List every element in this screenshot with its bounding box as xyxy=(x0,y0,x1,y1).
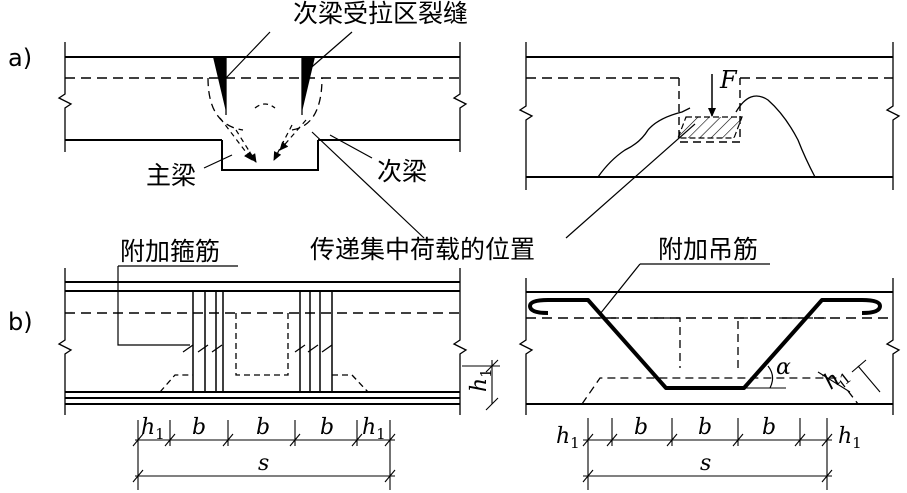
dim-b-left-3: b xyxy=(320,415,334,440)
secondary-beam-label: 次梁 xyxy=(377,157,427,186)
extra-stirrups-label: 附加箍筋 xyxy=(120,237,220,266)
panel-b-left xyxy=(57,265,500,490)
panel-a-right xyxy=(518,42,901,239)
load-position-label: 传递集中荷载的位置 xyxy=(310,235,535,264)
dim-h1-right-a: h1 xyxy=(556,424,580,452)
dim-h1-left-vertical: h1 xyxy=(467,368,495,392)
dim-s-right: s xyxy=(700,451,711,476)
panel-label-a: a) xyxy=(8,44,32,72)
main-beam-label: 主梁 xyxy=(146,161,196,190)
panel-a-left xyxy=(57,31,468,239)
dim-h1-left-a: h1 xyxy=(141,415,165,443)
load-hatch xyxy=(677,116,743,139)
force-label: F xyxy=(719,66,738,94)
dim-b-left-1: b xyxy=(192,415,206,440)
hanger-bar xyxy=(528,298,882,390)
crack-label: 次梁受拉区裂缝 xyxy=(293,0,468,28)
dim-h1-right-b: h1 xyxy=(838,424,862,452)
panel-b-right xyxy=(518,263,901,490)
dim-s-left: s xyxy=(258,451,269,476)
dim-b-right-1: b xyxy=(634,415,648,440)
dim-h1-left-b: h1 xyxy=(362,415,386,443)
panel-label-b: b) xyxy=(8,308,33,336)
dim-b-right-2: b xyxy=(698,415,712,440)
crack-left xyxy=(213,57,226,112)
extra-hanger-label: 附加吊筋 xyxy=(658,235,758,264)
dim-b-right-3: b xyxy=(762,415,776,440)
dim-b-left-2: b xyxy=(256,415,270,440)
crack-right xyxy=(302,57,315,112)
angle-label: α xyxy=(776,355,791,380)
